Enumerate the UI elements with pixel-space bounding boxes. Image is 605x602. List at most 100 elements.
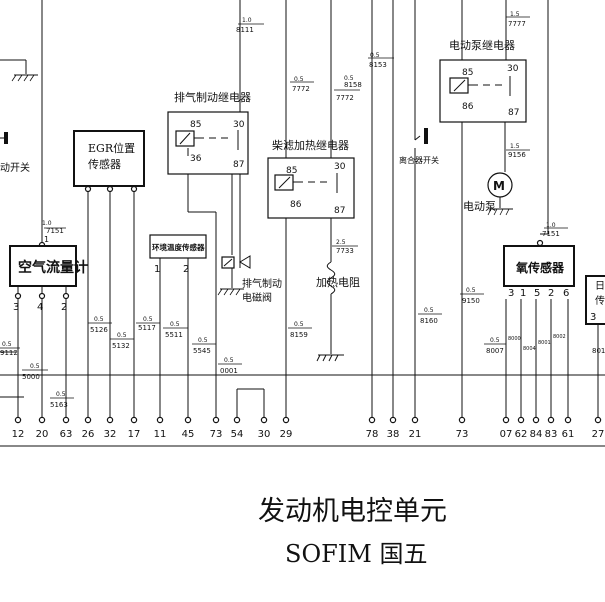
bus-wire-labels: 0.5 9112 0.5 5000 0.5 5163 0.5 5126 0.5 … (0, 287, 605, 409)
svg-text:87: 87 (233, 160, 244, 170)
ecu-pin-terminal (233, 416, 241, 424)
ecu-pin-label: 12 (12, 429, 25, 440)
svg-text:5545: 5545 (193, 347, 211, 355)
svg-text:0.5: 0.5 (224, 357, 234, 364)
svg-text:7777: 7777 (508, 20, 526, 28)
svg-text:0.5: 0.5 (294, 321, 304, 328)
ecu-pin-label: 45 (182, 429, 195, 440)
ecu-pin-label: 20 (36, 429, 49, 440)
ecu-pin-terminal (14, 416, 22, 424)
air-flow-meter-label: 空气流量计 (18, 259, 88, 276)
svg-text:3: 3 (508, 288, 514, 299)
svg-text:1.5: 1.5 (510, 143, 520, 150)
svg-text:0001: 0001 (220, 367, 238, 375)
env-temp-sensor: 环境温度传感器 1 2 (149, 234, 207, 420)
ecu-pin-terminal (389, 416, 397, 424)
svg-text:85: 85 (286, 166, 297, 176)
ecu-pin-terminal (156, 416, 164, 424)
svg-text:30: 30 (334, 162, 346, 172)
left-switch-group: 动开关 (0, 59, 38, 174)
ecu-pin-label: 11 (154, 429, 167, 440)
svg-text:1: 1 (520, 288, 526, 299)
svg-text:2.5: 2.5 (336, 239, 346, 246)
ecu-pin-terminal (368, 416, 376, 424)
ecu-pin-label: 63 (60, 429, 73, 440)
exhaust-brake-relay: 1.0 8111 排气制动继电器 85 30 36 87 (167, 0, 264, 175)
ecu-pin-terminal (260, 416, 268, 424)
svg-text:30: 30 (507, 64, 519, 74)
svg-text:5: 5 (534, 288, 540, 299)
svg-text:日: 日 (595, 281, 605, 292)
svg-text:8000: 8000 (508, 336, 521, 342)
svg-text:1.0: 1.0 (242, 17, 252, 24)
left-switch-label: 动开关 (0, 161, 30, 174)
svg-text:0.5: 0.5 (198, 337, 208, 344)
svg-text:排气制动: 排气制动 (242, 277, 282, 290)
svg-text:30: 30 (233, 120, 245, 130)
ecu-pin-terminal (411, 416, 419, 424)
ecu-pin-terminal (184, 416, 192, 424)
ecu-pin-label: 61 (562, 429, 575, 440)
svg-text:1: 1 (154, 264, 160, 275)
ecu-pin-label: 73 (456, 429, 469, 440)
svg-text:0.5: 0.5 (2, 341, 12, 348)
svg-text:7733: 7733 (336, 247, 354, 255)
ecu-pin-terminal (84, 416, 92, 424)
svg-text:1.0: 1.0 (42, 220, 52, 227)
ecu-pin-label: 27 (592, 429, 605, 440)
ecu-pin-label: 54 (231, 429, 244, 440)
svg-text:8002: 8002 (553, 334, 566, 340)
svg-text:5126: 5126 (90, 326, 108, 334)
svg-text:离合器开关: 离合器开关 (399, 155, 439, 165)
ecu-pin-terminal (282, 416, 290, 424)
svg-text:4: 4 (37, 302, 43, 313)
svg-text:5117: 5117 (138, 324, 156, 332)
left-switch-icon (4, 132, 8, 144)
air-flow-meter: 1.0 7151 1 空气流量计 3 4 2 (9, 0, 88, 313)
svg-text:8001: 8001 (538, 340, 551, 346)
svg-text:1.0: 1.0 (546, 222, 556, 229)
ecu-pin-terminal (38, 416, 46, 424)
ecu-pin-terminal (517, 416, 525, 424)
svg-text:8160: 8160 (420, 317, 438, 325)
svg-text:1.5: 1.5 (510, 11, 520, 18)
svg-text:0.5: 0.5 (117, 332, 127, 339)
svg-text:9150: 9150 (462, 297, 480, 305)
ecu-pin-label: 30 (258, 429, 271, 440)
svg-text:0.5: 0.5 (294, 76, 304, 83)
svg-text:87: 87 (334, 206, 345, 216)
svg-text:传感器: 传感器 (88, 158, 121, 171)
ecu-pin-terminal (532, 416, 540, 424)
electric-pump: M 电动泵 (463, 172, 513, 216)
svg-text:85: 85 (190, 120, 201, 130)
svg-text:2: 2 (61, 302, 67, 313)
diagram-subtitle: SOFIM 国五 (285, 540, 427, 568)
svg-text:8012: 8012 (592, 347, 605, 355)
ecu-pin-label: 32 (104, 429, 117, 440)
ecu-pin-label: 07 (500, 429, 513, 440)
svg-text:柴滤加热继电器: 柴滤加热继电器 (272, 138, 349, 152)
exhaust-brake-valve: 排气制动 电磁阀 (187, 174, 282, 420)
svg-text:86: 86 (462, 102, 474, 112)
clutch-switch-icon (424, 128, 428, 144)
svg-text:7151: 7151 (542, 230, 560, 238)
svg-text:5000: 5000 (22, 373, 40, 381)
ecu-pin-label: 21 (409, 429, 422, 440)
svg-text:0.5: 0.5 (344, 75, 354, 82)
ecu-pin-label: 83 (545, 429, 558, 440)
ecu-pin-terminal (594, 416, 602, 424)
ecu-pin-label: 78 (366, 429, 379, 440)
ecu-pin-terminal (62, 416, 70, 424)
svg-text:8004: 8004 (523, 346, 536, 352)
egr-sensor: EGR位置 传感器 (73, 130, 145, 193)
svg-text:1: 1 (44, 235, 49, 244)
ecu-pin-terminal (212, 416, 220, 424)
ecu-pin-terminal (547, 416, 555, 424)
ecu-pin-terminal (130, 416, 138, 424)
svg-text:86: 86 (290, 200, 302, 210)
ecu-pin-label: 17 (128, 429, 141, 440)
diagram-title: 发动机电控单元 (258, 496, 447, 527)
svg-text:0.5: 0.5 (370, 52, 380, 59)
